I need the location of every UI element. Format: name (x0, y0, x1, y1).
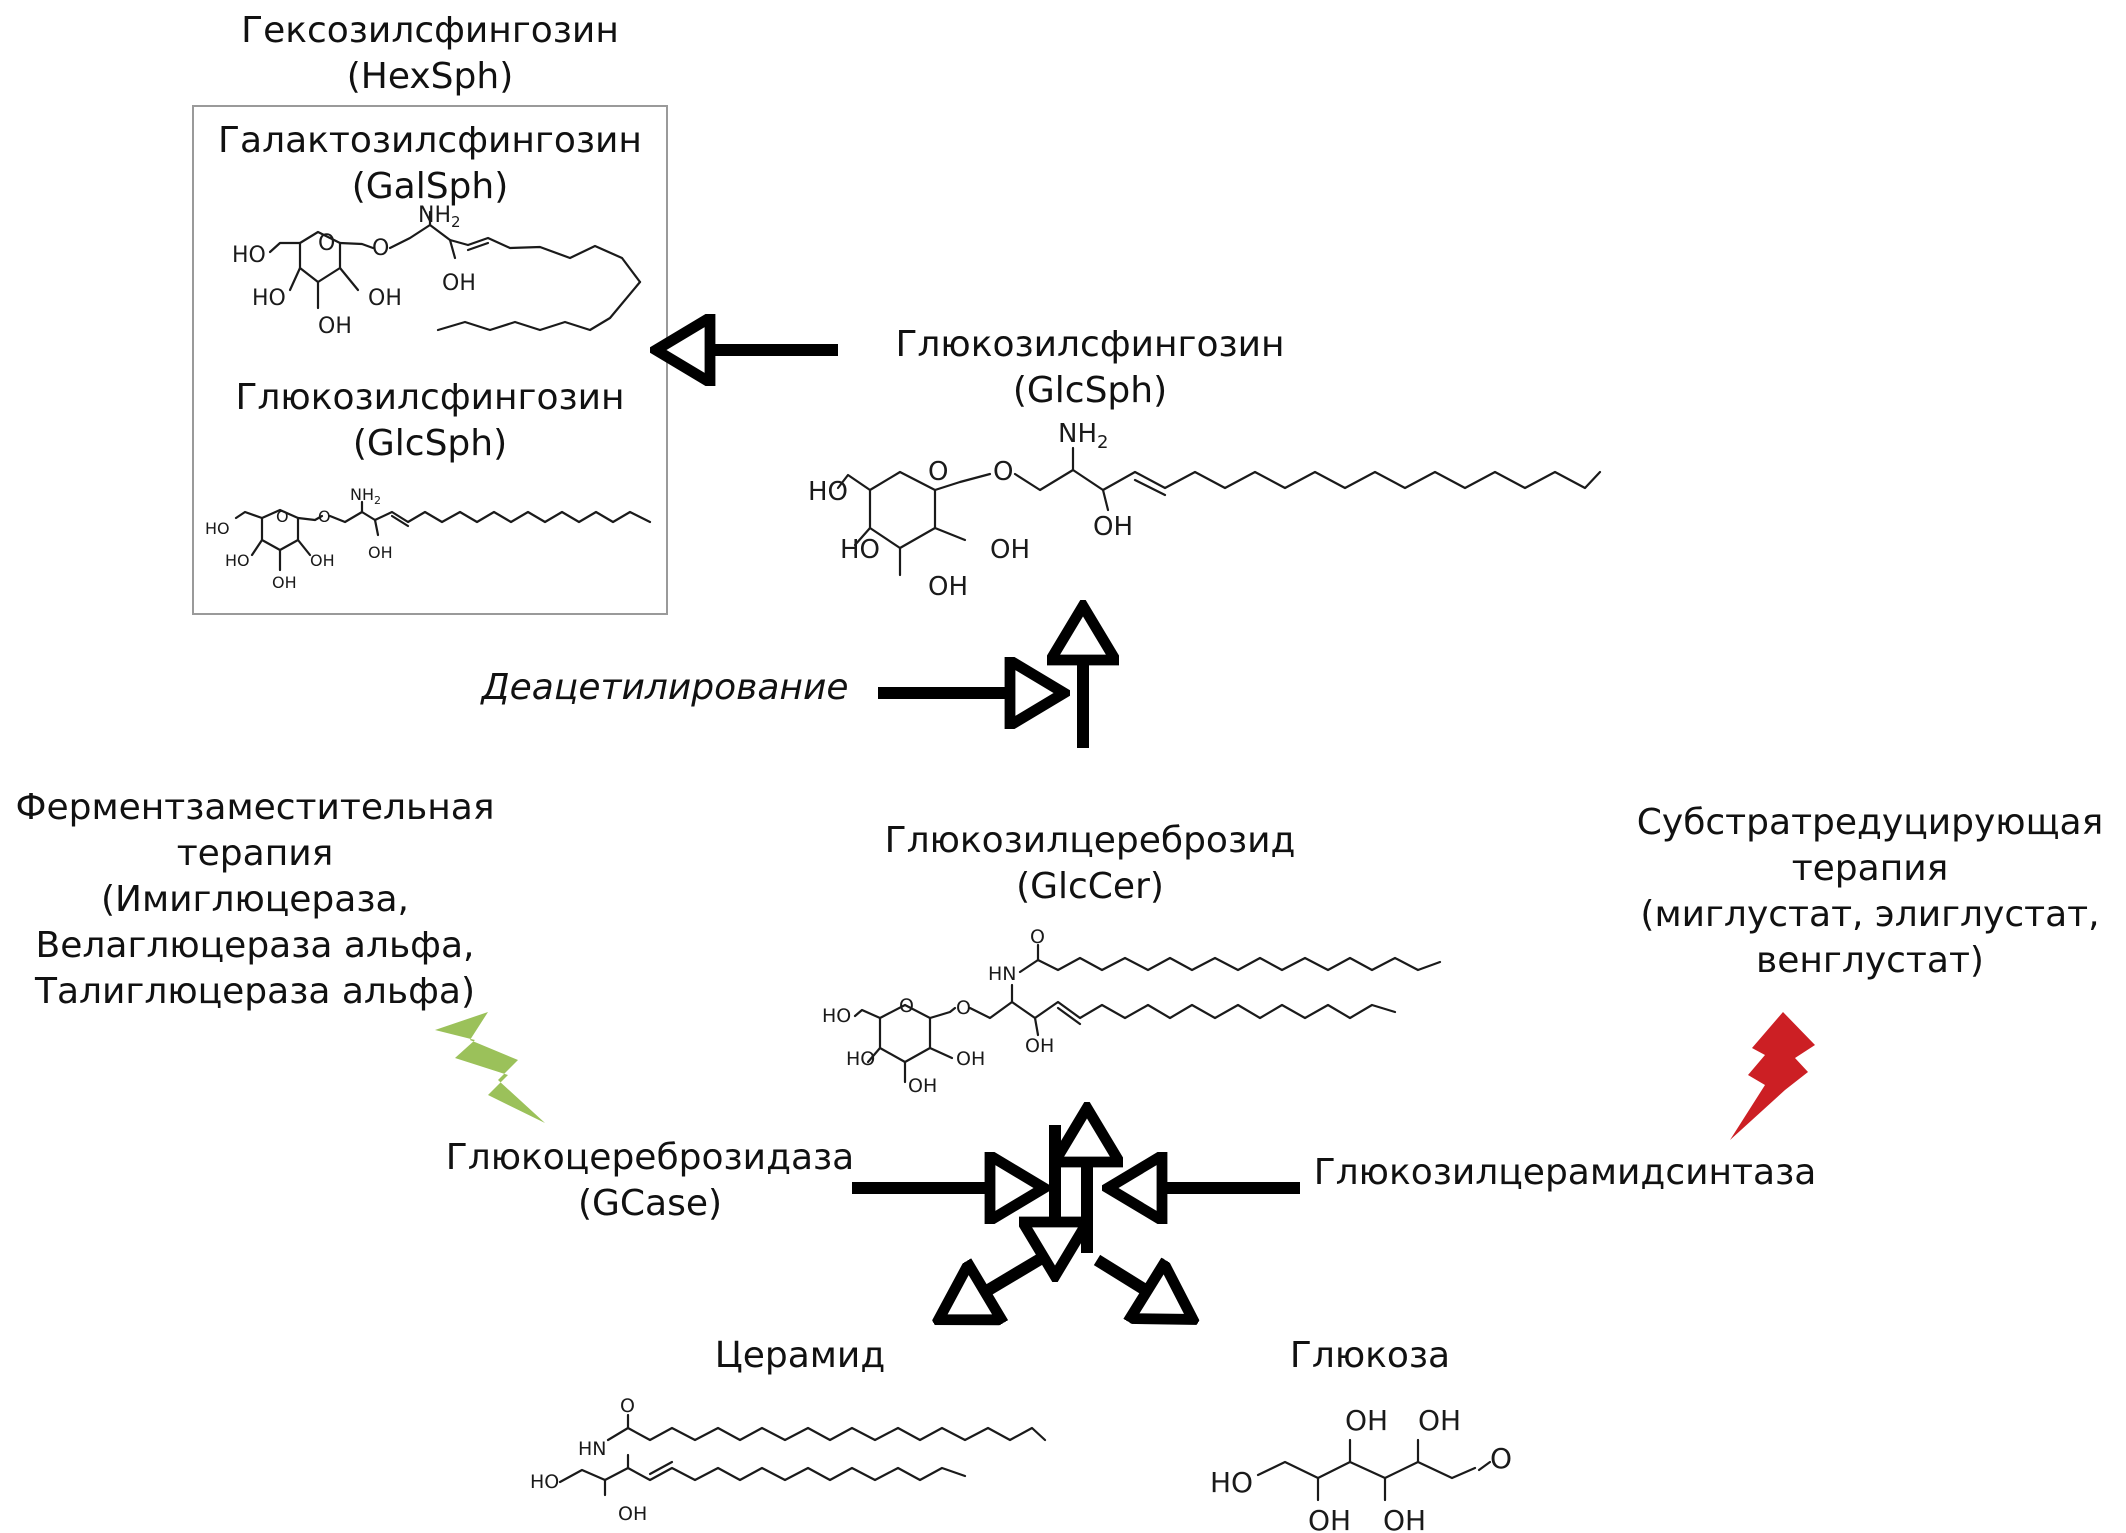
ceramide-label: Церамид (714, 1335, 886, 1376)
arrow-to-glucose (1093, 1260, 1147, 1291)
ert-line-3: (Имиглюцераза, (101, 879, 409, 920)
ceramide-hn: HN (578, 1438, 607, 1460)
arrow-to-ceramide (985, 1252, 1046, 1292)
glcsph-box-o-ring: O (276, 507, 289, 526)
glcsph-o-ring: O (928, 457, 948, 487)
ert-line-5: Талиглюцераза альфа) (34, 971, 476, 1012)
glcsph-box-oh-2: OH (272, 573, 297, 592)
galsph-nh2: NH2 (418, 203, 461, 231)
glucose-oh-1: OH (1345, 1404, 1388, 1437)
srt-line-1: Субстратредуцирующая (1636, 802, 2104, 843)
glccer-oh-3: OH (1025, 1035, 1054, 1057)
glccer-abbr: (GlcCer) (1016, 866, 1164, 907)
galsph-o-ring: O (318, 231, 335, 256)
ceramide-o: O (620, 1395, 635, 1417)
ert-line-2: терапия (176, 833, 334, 874)
glccer-ho-2: HO (846, 1048, 875, 1070)
glcsph-box-oh-1: OH (310, 551, 335, 570)
glucose-oh-2: OH (1418, 1404, 1461, 1437)
glucose-o-aldehyde: O (1490, 1442, 1512, 1475)
glucose-ho: HO (1210, 1466, 1253, 1499)
glccer-o-ring: O (899, 995, 914, 1017)
glccer-oh-2: OH (908, 1075, 937, 1097)
glcsph-name: Глюкозилсфингозин (895, 324, 1285, 365)
glccer-ho-1: HO (822, 1005, 851, 1027)
glcsph-box-ho-2: HO (225, 551, 250, 570)
galsph-ho-2: HO (252, 286, 286, 311)
galsph-oh-2: OH (318, 314, 352, 339)
glcsph-ho-1: HO (808, 477, 848, 507)
hexsph-title: Гексозилсфингозин (HexSph) (200, 8, 660, 100)
glcsph-abbr: (GlcSph) (1012, 370, 1168, 411)
glcsph-box-ho-1: HO (205, 519, 230, 538)
ert-label: Ферментзаместительная терапия (Имиглюцер… (0, 785, 510, 1015)
glcsph-oh-3: OH (1093, 512, 1133, 542)
galsph-title: Галактозилсфингозин (GalSph) (200, 118, 660, 210)
galsph-oh-3: OH (442, 271, 476, 296)
glucose-label: Глюкоза (1289, 1335, 1451, 1376)
galsph-oh-1: OH (368, 286, 402, 311)
ert-bolt-shape (435, 1012, 545, 1123)
glcsph-box-nh2: NH2 (350, 485, 381, 507)
ert-line-1: Ферментзаместительная (15, 787, 495, 828)
glccer-o-link: O (956, 997, 971, 1019)
ert-line-4: Велаглюцераза альфа, (35, 925, 475, 966)
gcase-name: Глюкоцереброзидаза (445, 1137, 855, 1178)
gcase-abbr: (GCase) (577, 1183, 723, 1224)
glucose-oh-4: OH (1383, 1504, 1426, 1533)
glucose-oh-3: OH (1308, 1504, 1351, 1533)
gcase-label: Глюкоцереброзидаза (GCase) (430, 1135, 870, 1227)
glccer-o-carbonyl: O (1030, 926, 1045, 948)
galsph-o-link: O (372, 236, 389, 261)
galsph-name: Галактозилсфингозин (218, 120, 642, 161)
gcs-label: Глюкозилцерамидсинтаза (1313, 1152, 1817, 1193)
srt-label: Субстратредуцирующая терапия (миглустат,… (1620, 800, 2120, 984)
glcsph-box-abbr: (GlcSph) (352, 423, 508, 464)
glcsph-ho-2: HO (840, 535, 880, 565)
glcsph-box-o-link: O (318, 507, 331, 526)
ceramide-oh: OH (618, 1503, 647, 1525)
glcsph-box-name: Глюкозилсфингозин (235, 377, 625, 418)
deacetylation-label: Деацетилирование (481, 667, 849, 708)
srt-line-4: венглустат) (1756, 940, 1984, 981)
srt-line-2: терапия (1791, 848, 1949, 889)
glcsph-title: Глюкозилсфингозин (GlcSph) (855, 322, 1325, 414)
hexsph-name: Гексозилсфингозин (241, 10, 619, 51)
glcsph-oh-2: OH (928, 572, 968, 602)
glcsph-nh2: NH2 (1058, 419, 1108, 453)
glccer-hn: HN (988, 963, 1017, 985)
glcsph-oh-1: OH (990, 535, 1030, 565)
srt-line-3: (миглустат, элиглустат, (1640, 894, 2100, 935)
srt-bolt-shape (1730, 1012, 1815, 1140)
glcsph-box-title: Глюкозилсфингозин (GlcSph) (200, 375, 660, 467)
glcsph-o-link: O (993, 457, 1013, 487)
glccer-title: Глюкозилцереброзид (GlcCer) (850, 818, 1330, 910)
hexsph-abbr: (HexSph) (346, 56, 514, 97)
glccer-oh-1: OH (956, 1048, 985, 1070)
glccer-name: Глюкозилцереброзид (884, 820, 1296, 861)
galsph-abbr: (GalSph) (351, 166, 509, 207)
ceramide-ho: HO (530, 1471, 559, 1493)
galsph-ho-1: HO (232, 243, 266, 268)
glcsph-box-oh-3: OH (368, 543, 393, 562)
